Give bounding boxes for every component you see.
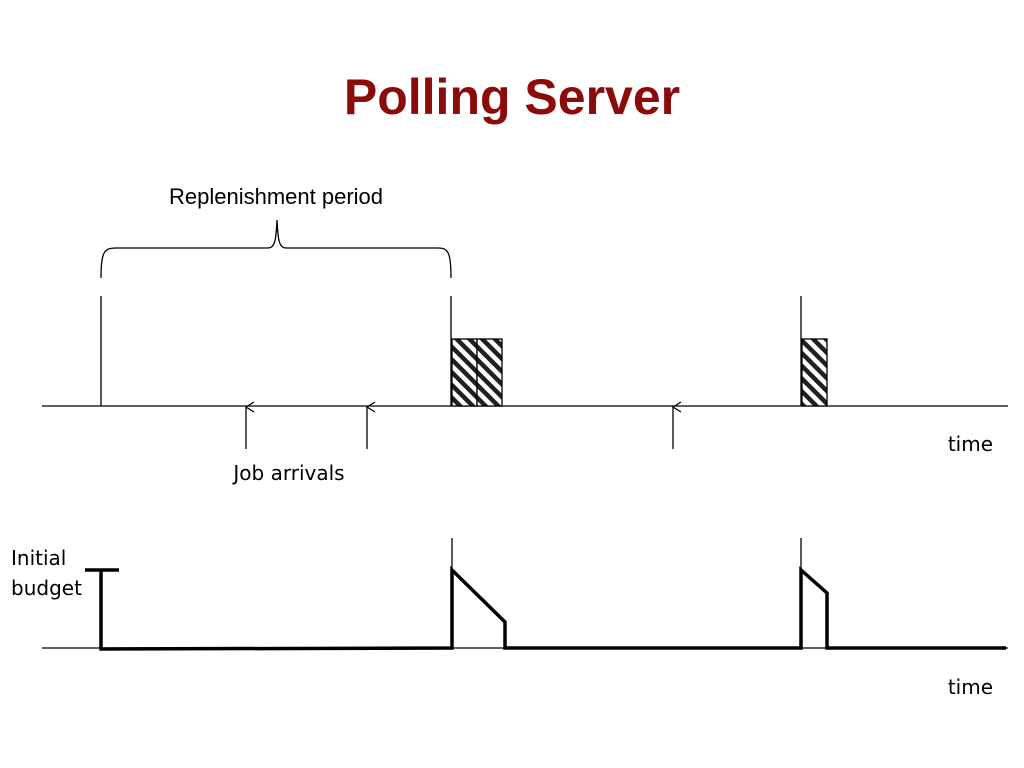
replenishment-period-brace	[100, 219, 452, 279]
page-title: Polling Server	[343, 69, 681, 125]
server-execution-block	[451, 338, 478, 407]
job-arrivals-label: Job arrivals	[231, 461, 344, 485]
initial-budget-label-line1: Initial	[11, 546, 66, 570]
budget-timeline: Initial budget time	[11, 538, 1008, 699]
replenishment-period-label: Replenishment period	[169, 184, 383, 209]
server-execution-block	[476, 338, 503, 407]
initial-budget-label: Initial budget	[11, 546, 82, 600]
time-axis-label-bottom: time	[948, 675, 993, 699]
initial-budget-label-line2: budget	[11, 576, 82, 600]
execution-timeline: Job arrivals time	[42, 296, 1008, 485]
server-execution-block	[801, 338, 828, 407]
budget-curve	[99, 565, 1006, 651]
time-axis-label-top: time	[948, 432, 993, 456]
